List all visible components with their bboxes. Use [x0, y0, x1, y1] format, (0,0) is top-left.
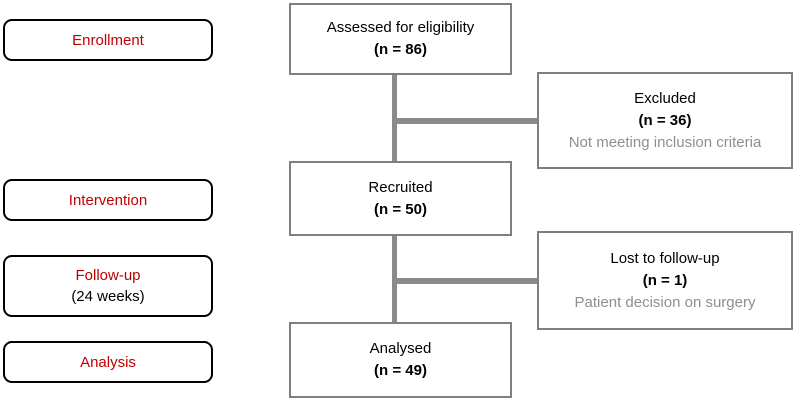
excluded-title: Excluded — [634, 89, 696, 107]
flow-box-assessed: Assessed for eligibility (n = 86) — [289, 3, 512, 75]
flow-box-excluded: Excluded (n = 36) Not meeting inclusion … — [537, 72, 793, 169]
connector-branch-to-excluded — [394, 118, 537, 124]
flow-box-recruited: Recruited (n = 50) — [289, 161, 512, 236]
stage-label-enrollment: Enrollment — [72, 31, 144, 49]
excluded-reason: Not meeting inclusion criteria — [568, 133, 762, 151]
lost-count: (n = 1) — [642, 271, 688, 289]
stage-label-analysis: Analysis — [80, 353, 136, 371]
stage-sublabel-followup: (24 weeks) — [71, 288, 145, 305]
stage-box-intervention: Intervention — [3, 179, 213, 221]
connector-branch-to-lost — [394, 278, 537, 284]
assessed-count: (n = 86) — [374, 41, 427, 58]
stage-label-followup: Follow-up — [75, 267, 141, 284]
stage-box-enrollment: Enrollment — [3, 19, 213, 61]
stage-label-intervention: Intervention — [68, 191, 148, 209]
analysed-count: (n = 49) — [374, 362, 427, 379]
lost-title: Lost to follow-up — [610, 249, 720, 267]
recruited-count: (n = 50) — [374, 200, 427, 218]
lost-reason: Patient decision on surgery — [574, 293, 756, 311]
excluded-count: (n = 36) — [638, 111, 692, 129]
recruited-title: Recruited — [368, 178, 433, 196]
assessed-title: Assessed for eligibility — [326, 19, 475, 36]
analysed-title: Analysed — [369, 340, 432, 357]
flow-box-lost-to-followup: Lost to follow-up (n = 1) Patient decisi… — [537, 231, 793, 330]
stage-box-analysis: Analysis — [3, 341, 213, 383]
stage-box-followup: Follow-up (24 weeks) — [3, 255, 213, 317]
flow-box-analysed: Analysed (n = 49) — [289, 322, 512, 398]
